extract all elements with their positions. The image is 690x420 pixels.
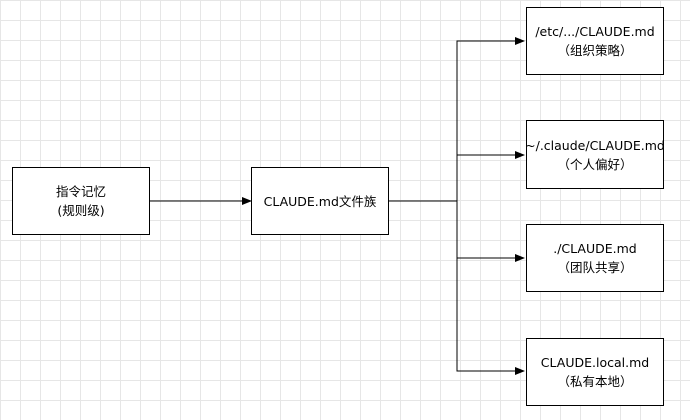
edge-hub-to-leaf-4 <box>389 200 525 375</box>
leaf-node-desc: （团队共享） <box>557 260 633 275</box>
leaf-node-path: /etc/.../CLAUDE.md <box>535 24 655 39</box>
leaf-node-project[interactable]: ./CLAUDE.md （团队共享） <box>526 224 664 292</box>
leaf-node-local[interactable]: CLAUDE.local.md （私有本地） <box>526 338 664 406</box>
leaf-node-desc: （组织策略） <box>557 43 633 58</box>
hub-node-label: CLAUDE.md文件族 <box>263 193 377 209</box>
root-node-title: 指令记忆 <box>55 184 106 199</box>
leaf-node-path: ~/.claude/CLAUDE.md <box>525 137 665 153</box>
leaf-node-home[interactable]: ~/.claude/CLAUDE.md （个人偏好） <box>525 120 665 189</box>
leaf-node-path: CLAUDE.local.md <box>540 355 650 370</box>
root-node-subtitle: (规则级) <box>57 203 105 218</box>
leaf-node-desc: （私有本地） <box>557 374 633 389</box>
leaf-node-desc: （个人偏好） <box>557 156 633 172</box>
leaf-node-etc[interactable]: /etc/.../CLAUDE.md （组织策略） <box>526 7 664 75</box>
leaf-node-path: ./CLAUDE.md <box>553 241 637 256</box>
root-node[interactable]: 指令记忆 (规则级) <box>12 167 150 235</box>
hub-node[interactable]: CLAUDE.md文件族 <box>251 167 389 235</box>
edge-hub-to-leaf-2 <box>389 151 525 202</box>
